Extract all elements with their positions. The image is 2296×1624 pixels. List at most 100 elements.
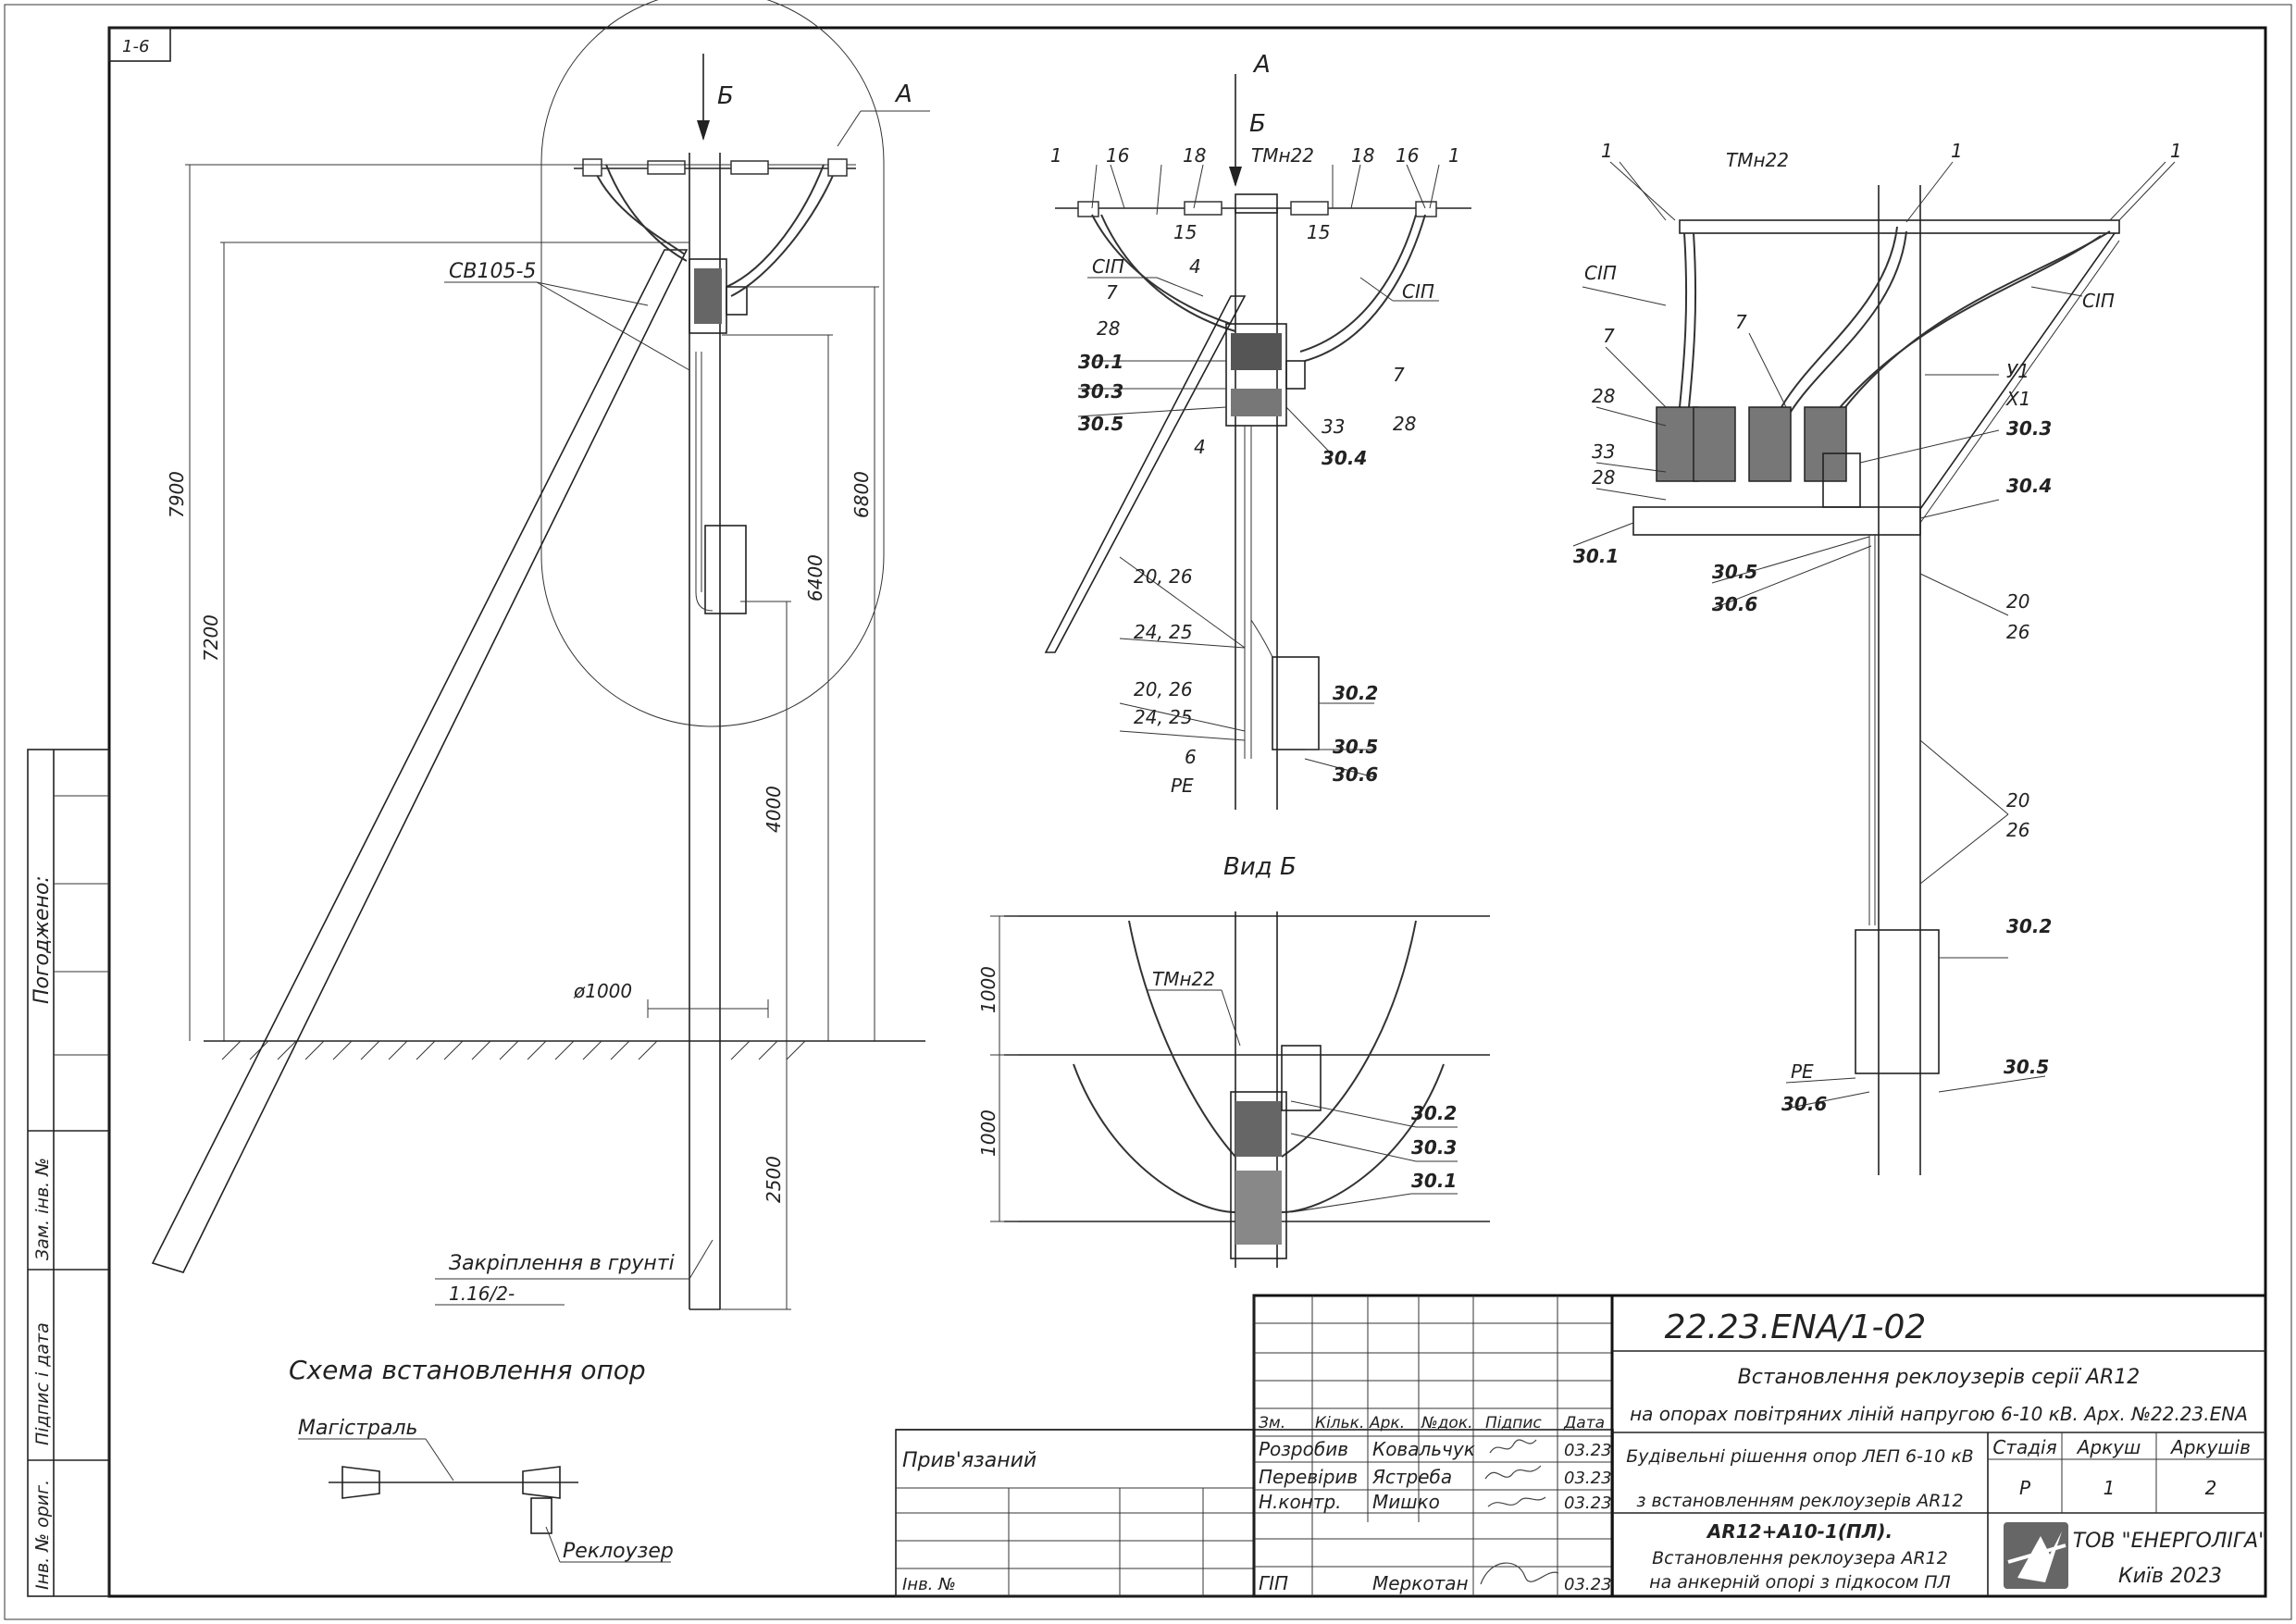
view-b: Вид Б 1000 1000	[977, 853, 1490, 1268]
svg-text:30.2: 30.2	[2006, 915, 2052, 937]
tb-inv-no: Інв. №	[902, 1575, 956, 1594]
middle-view: А Б	[1044, 51, 1471, 810]
svg-text:20, 26: 20, 26	[1134, 565, 1193, 588]
stamp-replace-inv: Зам. інв. №	[32, 1158, 53, 1260]
svg-text:16: 16	[1106, 144, 1129, 167]
svg-text:30.5: 30.5	[1712, 561, 1757, 583]
svg-text:7: 7	[1106, 281, 1118, 304]
ground-fixing-ref: 1.16/2-	[449, 1283, 515, 1305]
svg-text:18: 18	[1183, 144, 1206, 167]
svg-text:Аркушів: Аркушів	[2169, 1436, 2251, 1458]
svg-text:30.4: 30.4	[1322, 447, 1367, 469]
svg-text:СІП: СІП	[1402, 280, 1434, 303]
sheet-tag-box	[108, 27, 171, 62]
svg-text:Мишко: Мишко	[1372, 1491, 1440, 1513]
svg-text:№док.: №док.	[1421, 1414, 1473, 1432]
svg-text:1: 1	[1951, 140, 1963, 162]
svg-text:У1: У1	[2006, 360, 2029, 382]
svg-text:на анкерній опорі з підкосом П: на анкерній опорі з підкосом ПЛ	[1649, 1572, 1951, 1593]
svg-text:Х1: Х1	[2005, 388, 2030, 410]
svg-text:30.3: 30.3	[2006, 417, 2052, 440]
mid-arrow-a: А	[1252, 51, 1271, 79]
dim-6800: 6800	[850, 471, 873, 518]
side-stamp: Погоджено: Зам. інв. № Підпис і дата Інв…	[27, 749, 110, 1597]
recloser-frame	[1632, 506, 1921, 536]
dim-2500: 2500	[763, 1156, 785, 1203]
svg-text:Перевірив: Перевірив	[1259, 1466, 1358, 1488]
svg-text:30.2: 30.2	[1333, 682, 1378, 704]
svg-text:20, 26: 20, 26	[1134, 678, 1193, 700]
svg-text:7: 7	[1393, 364, 1405, 386]
svg-text:30.1: 30.1	[1411, 1170, 1457, 1192]
svg-text:1: 1	[1601, 140, 1613, 162]
svg-text:03.23: 03.23	[1564, 1494, 1612, 1513]
company-logo	[2004, 1522, 2068, 1589]
svg-text:15: 15	[1307, 221, 1330, 243]
svg-text:1: 1	[2170, 140, 2182, 162]
stamp-sign-date: Підпис і дата	[32, 1322, 53, 1445]
svg-text:28: 28	[1393, 413, 1416, 435]
svg-text:30.5: 30.5	[1333, 736, 1378, 758]
scheme-recloser: Реклоузер	[563, 1540, 674, 1563]
stamp-agreed: Погоджено:	[31, 875, 54, 1004]
svg-text:Розробив: Розробив	[1259, 1438, 1348, 1460]
tb-title-1: Встановлення реклоузерів серії AR12	[1738, 1366, 2141, 1389]
left-view: А Б	[151, 0, 930, 1310]
tb-bound: Прив'язаний	[902, 1449, 1036, 1472]
scheme-main-line: Магістраль	[298, 1417, 418, 1440]
svg-text:15: 15	[1173, 221, 1197, 243]
arrow-b-label: Б	[717, 82, 734, 110]
view-b-dim-2: 1000	[977, 1110, 999, 1157]
svg-text:СІП: СІП	[1584, 262, 1617, 284]
svg-text:PE: PE	[1791, 1060, 1814, 1083]
sheet-tag: 1-6	[122, 37, 149, 56]
svg-text:Зм.: Зм.	[1259, 1414, 1285, 1432]
svg-text:PE: PE	[1171, 775, 1194, 797]
svg-text:Н.контр.: Н.контр.	[1259, 1491, 1342, 1513]
svg-text:ГІП: ГІП	[1259, 1572, 1288, 1594]
title-block: Прив'язаний Інв. № Зм.	[895, 1294, 2268, 1598]
svg-text:20: 20	[2006, 590, 2029, 613]
mid-arrow-b: Б	[1249, 110, 1266, 138]
scheme-title: Схема встановлення опор	[289, 1355, 646, 1385]
dim-7200: 7200	[200, 614, 222, 662]
callout-a-outline	[540, 0, 885, 727]
installation-scheme: Схема встановлення опор Магістраль Рекло…	[289, 1355, 674, 1563]
mid-tm22: ТМн22	[1251, 144, 1314, 167]
tb-section-1: Будівельні рішення опор ЛЕП 6-10 кВ	[1626, 1446, 1973, 1467]
stamp-inv-orig: Інв. № ориг.	[32, 1480, 53, 1590]
tb-title-2: на опорах повітряних ліній напругою 6-10…	[1630, 1403, 2248, 1425]
svg-text:33: 33	[1592, 440, 1615, 463]
tb-company: ТОВ "ЕНЕРГОЛІГА"	[2073, 1530, 2268, 1553]
svg-text:24, 25: 24, 25	[1134, 706, 1193, 728]
svg-text:Ястреба: Ястреба	[1371, 1466, 1452, 1488]
strut	[151, 249, 689, 1273]
svg-text:30.4: 30.4	[2006, 475, 2052, 497]
svg-text:Підпис: Підпис	[1485, 1414, 1542, 1432]
view-b-title: Вид Б	[1223, 853, 1297, 881]
svg-text:24, 25: 24, 25	[1134, 621, 1193, 643]
callout-a-label: А	[894, 81, 912, 108]
svg-text:30.1: 30.1	[1078, 351, 1123, 373]
signature-scribbles	[1480, 1439, 1559, 1585]
control-cabinet	[704, 525, 747, 614]
svg-text:Арк.: Арк.	[1369, 1414, 1405, 1432]
tb-doc-code: 22.23.ENA/1-02	[1665, 1308, 1927, 1346]
svg-text:Р: Р	[2019, 1477, 2031, 1499]
svg-text:18: 18	[1351, 144, 1374, 167]
svg-text:30.5: 30.5	[1078, 413, 1123, 435]
svg-text:1: 1	[2104, 1477, 2116, 1499]
svg-text:28: 28	[1592, 385, 1615, 407]
svg-text:03.23: 03.23	[1564, 1441, 1612, 1460]
svg-text:20: 20	[2006, 789, 2029, 812]
svg-text:30.1: 30.1	[1573, 545, 1619, 567]
svg-text:Стадія: Стадія	[1992, 1436, 2056, 1458]
dim-6400: 6400	[804, 554, 826, 601]
svg-text:Кільк.: Кільк.	[1315, 1414, 1364, 1432]
svg-text:16: 16	[1396, 144, 1419, 167]
ground-fixing-label: Закріплення в грунті	[449, 1252, 675, 1275]
svg-text:30.3: 30.3	[1078, 380, 1123, 403]
svg-text:33: 33	[1322, 415, 1345, 438]
svg-text:30.5: 30.5	[2004, 1056, 2049, 1078]
